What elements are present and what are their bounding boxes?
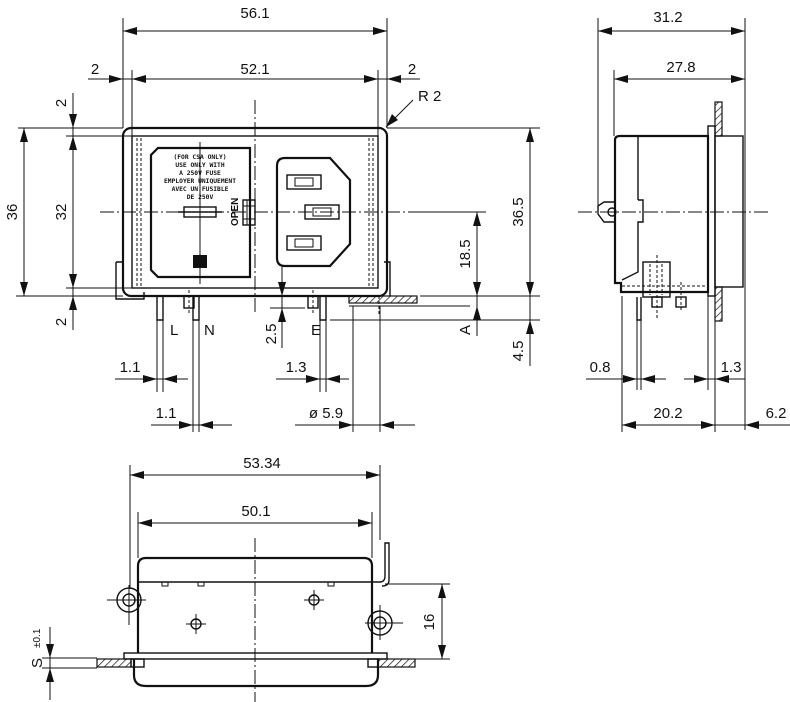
panel-section-left [96, 658, 132, 668]
mount-hole-right-icon [365, 605, 403, 640]
pin-label-E: E [311, 322, 321, 339]
dim-rear-depth: 20.2 [653, 405, 682, 422]
mount-hole-left-icon [107, 585, 146, 625]
dim-pin-protrusion: 2.5 [263, 324, 280, 345]
panel-section-bottom [714, 286, 723, 322]
dim-hole-height: 16 [421, 614, 438, 631]
bottom-view: 53.34 50.1 16 S ±0.1 [29, 455, 450, 702]
dim-front-depth: 6.2 [766, 405, 787, 422]
panel-section-right [377, 658, 416, 668]
dim-flange-thickness: 1.3 [721, 359, 742, 376]
dim-pin-thickness: 0.8 [590, 359, 611, 376]
dim-panel-label-A: A [457, 325, 474, 335]
dim-pin-N-width: 1.1 [156, 405, 177, 422]
dim-pin-E-width: 1.3 [286, 359, 307, 376]
dim-top-offset: 2 [53, 99, 70, 107]
dim-total-height: 36.5 [510, 197, 527, 226]
pin-N [183, 290, 200, 321]
inlet-pin-bottom [286, 235, 322, 251]
bottom-body [136, 556, 374, 653]
dim-pin-L-width: 1.1 [120, 359, 141, 376]
fuse-drawer [149, 146, 252, 279]
inlet-pin-top [286, 174, 322, 190]
panel-section [348, 295, 418, 304]
pin-label-N: N [204, 322, 215, 339]
dim-panel-offset: 4.5 [510, 341, 527, 362]
pin-L [156, 296, 164, 321]
dim-overall-height: 36 [4, 204, 21, 221]
panel-section-top [714, 101, 723, 137]
dim-panel-thickness: S [29, 658, 46, 668]
dim-hole-diameter: ø 5.9 [309, 405, 343, 422]
dim-left-offset: 2 [91, 61, 99, 78]
dim-body-depth: 27.8 [666, 59, 695, 76]
side-view: 31.2 27.8 0.8 1.3 20.2 6.2 [578, 9, 790, 432]
screw-hole-left-icon [186, 614, 206, 634]
dim-overall-width: 56.1 [240, 5, 269, 22]
front-view: (FOR CSA ONLY) USE ONLY WITH A 250V FUSE… [4, 5, 540, 432]
pin-E [307, 290, 327, 321]
side-body [613, 134, 710, 294]
dim-panel-tolerance: ±0.1 [32, 628, 43, 648]
dim-overall-depth: 31.2 [653, 9, 682, 26]
iec-inlet-socket [275, 156, 352, 268]
certification-mark-icon [193, 255, 207, 268]
dim-mount-hole-spacing: 53.34 [243, 455, 281, 472]
dim-inner-height: 32 [53, 204, 70, 221]
pin-label-L: L [170, 322, 178, 339]
dim-corner-radius: R 2 [418, 88, 441, 105]
dim-bottom-offset: 2 [53, 318, 70, 326]
dim-right-offset: 2 [408, 61, 416, 78]
dim-body-width: 50.1 [241, 503, 270, 520]
dim-inner-width: 52.1 [240, 61, 269, 78]
screw-hole-right-icon [304, 590, 324, 610]
dim-center-height: 18.5 [457, 239, 474, 268]
